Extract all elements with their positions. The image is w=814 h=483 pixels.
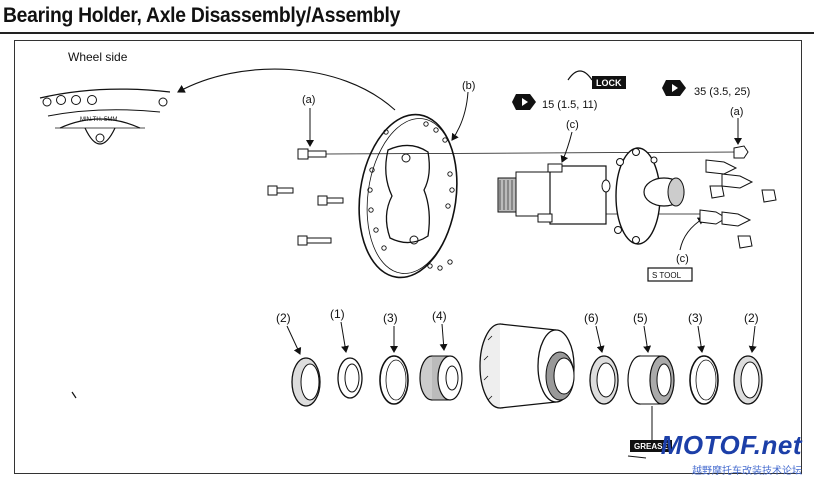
lock-label: LOCK [596,78,622,88]
part-callouts: (2) (1) (3) (4) (6) (5) (3) (2) [276,307,759,355]
torque-value-c: 15 (1.5, 11) [542,99,597,111]
grease-label: GREASE [634,442,668,451]
lock-icon [567,70,626,89]
wheel-side-arrow [177,68,396,111]
needle-bearing-5 [627,355,675,405]
wheel-side-inset: MIN.TH. 5MM [39,88,171,145]
wrench-icon-a [662,80,686,96]
bearing-holder [479,323,575,409]
hub-nuts [699,145,777,249]
brake-disc [358,113,458,279]
special-tool-icon [647,267,693,282]
circlip-3-right [689,355,719,405]
seal-2-left [291,357,321,407]
wheel-side-label: Wheel side [68,50,128,64]
part-label: (5) [633,311,648,325]
part-label: (3) [383,311,398,325]
callout-label-b: (b) [462,80,475,92]
torque-value-a: 35 (3.5, 25) [694,86,750,98]
part-label: (6) [584,311,599,325]
page-title: Bearing Holder, Axle Disassembly/Assembl… [3,4,401,27]
grease-icon [627,406,672,459]
watermark: MOTOF.net [660,430,802,460]
disc-bolts [267,148,344,246]
bearing-1 [337,357,363,399]
part-label: (2) [744,311,759,325]
circlip-3-left [379,355,409,405]
callout-label-c-upper: (c) [566,119,579,131]
wrench-icon-c [512,94,536,110]
callout-label-a-left: (a) [302,94,315,106]
watermark-subtitle: 越野摩托车改装技术论坛 [692,466,802,477]
diagram-frame [14,40,802,474]
callout-c-lower [679,217,705,251]
title-underline [0,32,814,34]
special-tool-label: S TOOL [652,271,682,280]
seal-6 [589,355,619,405]
part-label: (3) [688,311,703,325]
callout-label-c-lower: (c) [676,253,689,265]
callout-b [451,91,469,141]
part-label: (4) [432,309,447,323]
callout-c-upper [560,131,573,163]
disc-marking-text: MIN.TH. 5MM [80,117,117,123]
part-label: (1) [330,307,345,321]
axle-hub [497,147,685,245]
callout-label-a-right: (a) [730,106,743,118]
part-label: (2) [276,311,291,325]
bearing-4 [419,355,463,401]
seal-2-right [733,355,763,405]
